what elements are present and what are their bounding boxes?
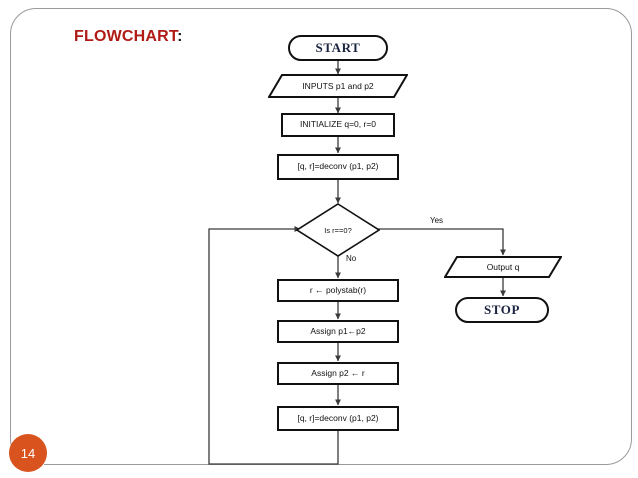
page-number-badge: 14 — [9, 434, 47, 472]
node-output[interactable]: Output q — [444, 256, 562, 278]
page-number-text: 14 — [20, 445, 36, 461]
node-deconv-second-label: [q, r]=deconv (p1, p2) — [297, 412, 379, 423]
parallelogram-shape — [444, 256, 562, 278]
footer-rule — [44, 464, 184, 465]
node-decision[interactable]: Is r==0? — [296, 203, 380, 257]
node-output-label: Output q — [486, 262, 520, 272]
node-decision-label: Is r==0? — [324, 225, 352, 235]
edge-label-yes: Yes — [430, 216, 444, 225]
node-deconv-second[interactable]: [q, r]=deconv (p1, p2) — [277, 406, 399, 431]
node-assign-p1-label: Assign p1←p2 — [310, 325, 366, 336]
page-title: FLOWCHART: — [74, 28, 183, 46]
node-polystab[interactable]: r ← polystab(r) — [277, 279, 399, 302]
node-initialize[interactable]: INITIALIZE q=0, r=0 — [281, 113, 395, 137]
node-assign-p2-label: Assign p2 ← r — [311, 367, 365, 378]
node-deconv-first-label: [q, r]=deconv (p1, p2) — [297, 161, 379, 172]
edge-label-no: No — [346, 254, 357, 263]
node-start-label: START — [315, 39, 361, 55]
parallelogram-shape — [268, 74, 408, 98]
node-assign-p2[interactable]: Assign p2 ← r — [277, 362, 399, 385]
node-initialize-label: INITIALIZE q=0, r=0 — [299, 119, 377, 130]
node-polystab-label: r ← polystab(r) — [309, 284, 367, 295]
node-start[interactable]: START — [288, 35, 388, 61]
node-deconv-first[interactable]: [q, r]=deconv (p1, p2) — [277, 154, 399, 180]
node-inputs-label: INPUTS p1 and p2 — [302, 81, 374, 91]
page-title-colon: : — [177, 28, 183, 45]
page-title-text: FLOWCHART — [74, 28, 178, 45]
node-stop-label: STOP — [483, 301, 521, 317]
node-stop[interactable]: STOP — [455, 297, 549, 323]
node-assign-p1[interactable]: Assign p1←p2 — [277, 320, 399, 343]
diamond-shape — [296, 203, 380, 257]
node-inputs[interactable]: INPUTS p1 and p2 — [268, 74, 408, 98]
